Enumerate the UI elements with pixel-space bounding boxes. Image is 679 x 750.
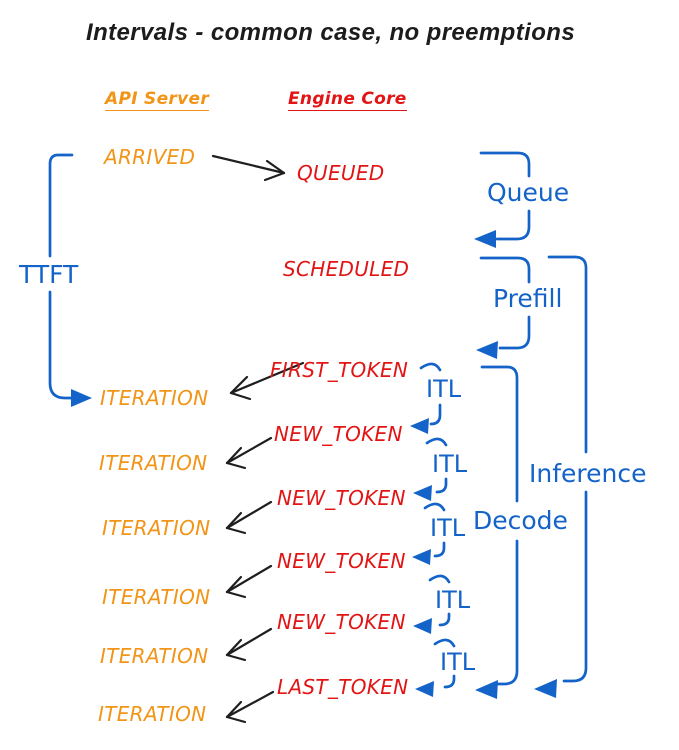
ttft-arrowhead-icon [71,389,92,407]
arrow-new-token-2-to-iteration-3 [225,500,273,535]
arrow-first-token-to-iteration-1 [229,361,305,401]
event-iteration-3: ITERATION [102,516,211,540]
event-new-token-3: NEW_TOKEN [277,549,406,573]
label-itl-5: ITL [440,648,476,676]
event-iteration-4: ITERATION [102,585,211,609]
event-new-token-4: NEW_TOKEN [277,610,406,634]
label-inference: Inference [529,459,647,488]
itl-arrowhead-icon [410,418,429,434]
itl-arrowhead-icon [415,681,434,697]
decode-arrowhead-icon [475,680,498,699]
arrow-new-token-3-to-iteration-4 [225,564,273,599]
itl-bracket-3 [412,502,446,565]
page-title: Intervals - common case, no preemptions [86,19,576,46]
arrow-last-token-to-iteration-6 [225,690,275,724]
event-scheduled: SCHEDULED [283,257,410,281]
prefill-arrowhead-icon [476,341,498,359]
event-last-token: LAST_TOKEN [277,675,409,699]
engine-core-header: Engine Core [288,89,407,111]
event-iteration-5: ITERATION [100,644,209,668]
event-iteration-1: ITERATION [100,386,209,410]
itl-bracket-2 [413,437,448,501]
arrow-arrived-to-queued [211,154,286,182]
label-queue: Queue [487,178,570,207]
itl-arrowhead-icon [413,485,432,501]
label-itl-2: ITL [432,450,468,478]
label-itl-3: ITL [430,514,466,542]
arrow-new-token-4-to-iteration-5 [225,627,273,662]
prefill-bracket [476,256,531,359]
event-new-token-1: NEW_TOKEN [274,422,403,446]
label-ttft: TTFT [19,260,79,289]
itl-bracket-5 [415,638,456,697]
decode-bracket [475,365,519,699]
itl-arrowhead-icon [413,618,432,634]
api-server-header: API Server [105,89,210,111]
label-itl-1: ITL [426,375,462,403]
queue-arrowhead-icon [474,230,496,248]
itl-bracket-4 [413,574,451,634]
ttft-bracket [48,153,92,407]
label-prefill: Prefill [493,284,563,313]
event-iteration-6: ITERATION [98,702,207,726]
itl-arrowhead-icon [412,549,431,565]
inference-arrowhead-icon [534,679,557,698]
event-arrived: ARRIVED [104,145,196,169]
event-new-token-2: NEW_TOKEN [277,486,406,510]
itl-bracket-1 [410,362,442,434]
event-first-token: FIRST_TOKEN [270,358,409,382]
label-decode: Decode [473,506,568,535]
event-iteration-2: ITERATION [99,451,208,475]
queue-bracket [474,151,531,248]
event-queued: QUEUED [297,161,385,185]
label-itl-4: ITL [435,586,471,614]
inference-bracket [534,255,588,698]
arrow-new-token-1-to-iteration-2 [225,436,273,470]
